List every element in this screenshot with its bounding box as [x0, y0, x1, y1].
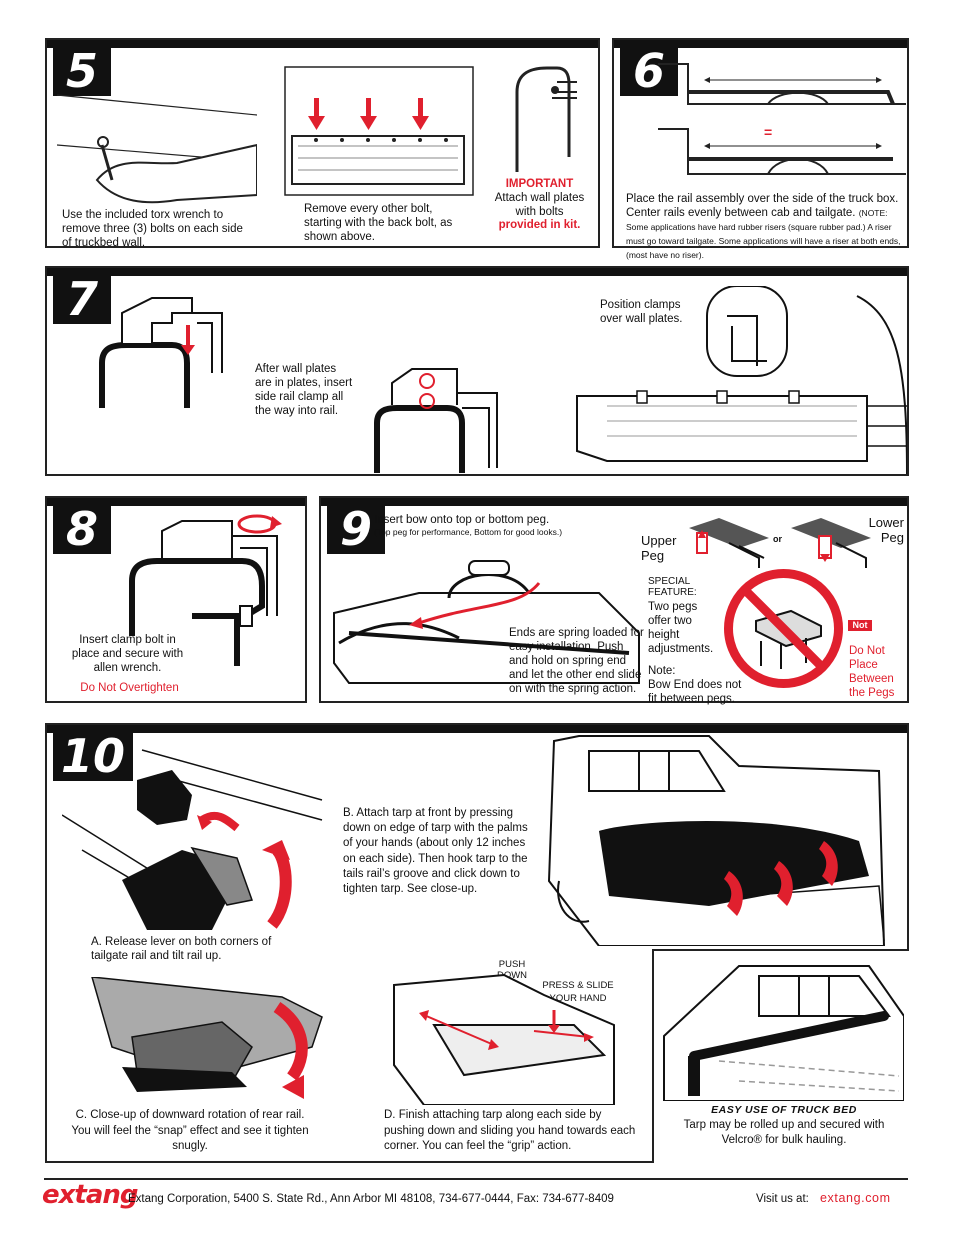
- note-text: Bow End does not fit between pegs.: [648, 679, 742, 705]
- step-number-badge: 9: [327, 504, 385, 554]
- rolled-tarp-truck-illustration: [659, 956, 904, 1101]
- step-5-caption-c: Attach wall plates with bolts: [494, 192, 585, 218]
- step-5-panel: 5 Use the included torx wrench to remove…: [45, 38, 600, 249]
- step-9-panel: 9 Insert bow onto top or bottom peg. (To…: [319, 496, 909, 705]
- truck-bed-wall-bolts-illustration: [284, 66, 474, 196]
- step-10-panel: 10 A. Release lever on both corners of t…: [45, 723, 909, 1163]
- push-down-label: PUSH DOWN: [496, 959, 528, 981]
- note-label: Note:: [648, 665, 676, 677]
- rail-clamp-insert-illustration: [92, 293, 232, 408]
- step-10-caption-c: C. Close-up of downward rotation of rear…: [71, 1109, 309, 1152]
- torx-wrench-illustration: [57, 85, 257, 205]
- press-slide-label: PRESS & SLIDE YOUR HAND: [542, 980, 614, 1004]
- step-7-caption-a: After wall plates are in plates, insert …: [255, 363, 353, 417]
- step-6-caption-note: (NOTE: Some applications have hard rubbe…: [626, 208, 901, 260]
- wall-plate-profile-illustration: [497, 62, 587, 172]
- step-6-panel: 6 = Place the rail assembly over the sid…: [612, 38, 909, 260]
- step-5-caption-c-emphasis: provided in kit.: [498, 219, 581, 231]
- important-label: IMPORTANT: [505, 178, 574, 190]
- step-number-badge: 10: [53, 731, 133, 781]
- panel-top-bar: [321, 498, 907, 506]
- upper-peg-illustration: [689, 518, 769, 568]
- easy-use-text: Tarp may be rolled up and secured with V…: [683, 1119, 885, 1146]
- step-number-badge: 5: [53, 46, 111, 96]
- clamp-in-rail-closeup-illustration: [367, 363, 507, 473]
- lower-peg-label: Lower Peg: [868, 515, 904, 545]
- special-feature-text: Two pegs offer two height adjustments.: [648, 601, 714, 655]
- step-8-caption: Insert clamp bolt in place and secure wi…: [71, 634, 184, 674]
- upper-peg-label: Upper Peg: [641, 533, 677, 563]
- step-7-panel: 7 After wall plates are in plates, inser…: [45, 266, 909, 476]
- step-9-caption-ends: Ends are spring loaded for easy installa…: [509, 627, 644, 695]
- easy-use-inset: EASY USE OF TRUCK BED Tarp may be rolled…: [652, 949, 909, 1163]
- step-5-caption-a: Use the included torx wrench to remove t…: [62, 209, 243, 249]
- visit-us-label: Visit us at:: [756, 1193, 809, 1205]
- or-label: or: [773, 534, 782, 544]
- extang-logo: extang: [42, 1180, 139, 1210]
- no-placement-between-pegs-icon: [721, 566, 846, 691]
- footer-divider: [44, 1178, 908, 1180]
- panel-top-bar: [614, 40, 907, 48]
- tarp-press-slide-truck-illustration: [384, 965, 644, 1105]
- panel-top-bar: [47, 498, 305, 506]
- step-9-caption-a: Insert bow onto top or bottom peg.: [374, 514, 550, 526]
- lower-peg-illustration: [791, 518, 871, 568]
- panel-top-bar: [47, 40, 598, 48]
- step-8-panel: 8 Insert clamp bolt in place and secure …: [45, 496, 307, 703]
- step-10-caption-d: D. Finish attaching tarp along each side…: [384, 1109, 636, 1152]
- step-9-caption-a-note: (Top peg for performance, Bottom for goo…: [374, 527, 563, 537]
- footer-address: Extang Corporation, 5400 S. State Rd., A…: [128, 1193, 614, 1205]
- step-number-badge: 8: [53, 504, 111, 554]
- panel-top-bar: [47, 268, 907, 276]
- equal-spacing-mark: =: [764, 124, 773, 140]
- not-tag: Not: [848, 620, 872, 631]
- step-5-caption-b: Remove every other bolt, starting with t…: [304, 203, 453, 243]
- step-10-caption-b: B. Attach tarp at front by pressing down…: [343, 807, 528, 896]
- step-6-caption: Place the rail assembly over the side of…: [626, 192, 906, 262]
- step-10-caption-a: A. Release lever on both corners of tail…: [91, 936, 272, 962]
- tailgate-rail-lever-illustration: [62, 740, 327, 935]
- truck-rail-placement-illustration: [648, 54, 906, 184]
- easy-use-title: EASY USE OF TRUCK BED: [711, 1104, 857, 1116]
- panel-top-bar: [47, 725, 907, 733]
- step-number-badge: 6: [620, 46, 678, 96]
- tarp-front-attach-truck-illustration: [539, 731, 889, 946]
- rear-rail-rotation-closeup-illustration: [82, 977, 327, 1102]
- do-not-overtighten-warning: Do Not Overtighten: [80, 682, 179, 694]
- step-number-badge: 7: [53, 274, 111, 324]
- clamp-bolt-illustration: [122, 506, 307, 671]
- clamps-over-wall-plates-illustration: [567, 286, 907, 474]
- website-link[interactable]: extang.com: [820, 1191, 891, 1205]
- bow-insert-truck-illustration: [329, 553, 649, 698]
- footer: extang Extang Corporation, 5400 S. State…: [0, 1178, 954, 1218]
- do-not-place-between-pegs-warning: Do Not Place Between the Pegs: [849, 645, 895, 699]
- special-feature-label: SPECIAL FEATURE:: [648, 576, 697, 598]
- step-6-caption-main: Place the rail assembly over the side of…: [626, 193, 899, 219]
- step-7-caption-b: Position clamps over wall plates.: [600, 299, 683, 325]
